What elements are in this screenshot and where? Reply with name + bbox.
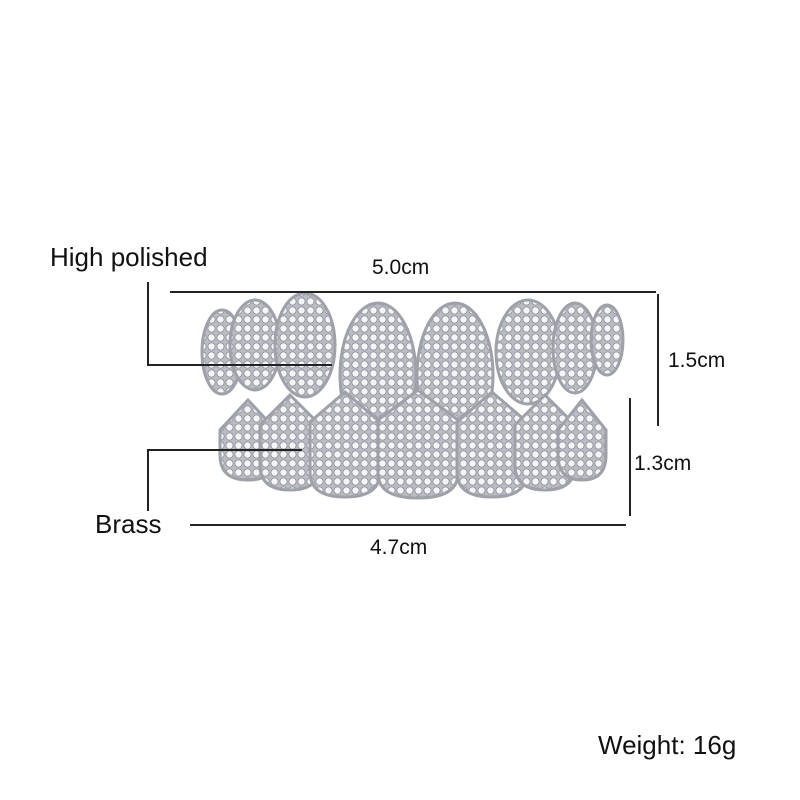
material-label: Brass bbox=[95, 509, 162, 539]
material-leader-line bbox=[147, 449, 149, 511]
lower-grill bbox=[218, 388, 608, 500]
top-width-dimension: 5.0cm bbox=[372, 256, 430, 279]
upper-tooth bbox=[494, 298, 562, 406]
bottom-height-line bbox=[629, 398, 631, 516]
top-width-line bbox=[170, 291, 656, 293]
finish-leader-line bbox=[147, 364, 332, 366]
weight-label: Weight: 16g bbox=[598, 730, 737, 760]
finish-label: High polished bbox=[50, 242, 208, 272]
top-height-line bbox=[657, 294, 659, 426]
top-height-dimension: 1.5cm bbox=[668, 349, 726, 372]
bottom-width-line bbox=[190, 524, 626, 526]
material-leader-line bbox=[147, 449, 302, 451]
lower-tooth bbox=[556, 397, 608, 482]
bottom-height-dimension: 1.3cm bbox=[634, 452, 692, 475]
bottom-width-dimension: 4.7cm bbox=[370, 536, 428, 559]
upper-tooth bbox=[273, 291, 337, 399]
upper-tooth bbox=[589, 303, 625, 377]
finish-leader-line bbox=[147, 282, 149, 366]
upper-tooth bbox=[228, 298, 282, 392]
